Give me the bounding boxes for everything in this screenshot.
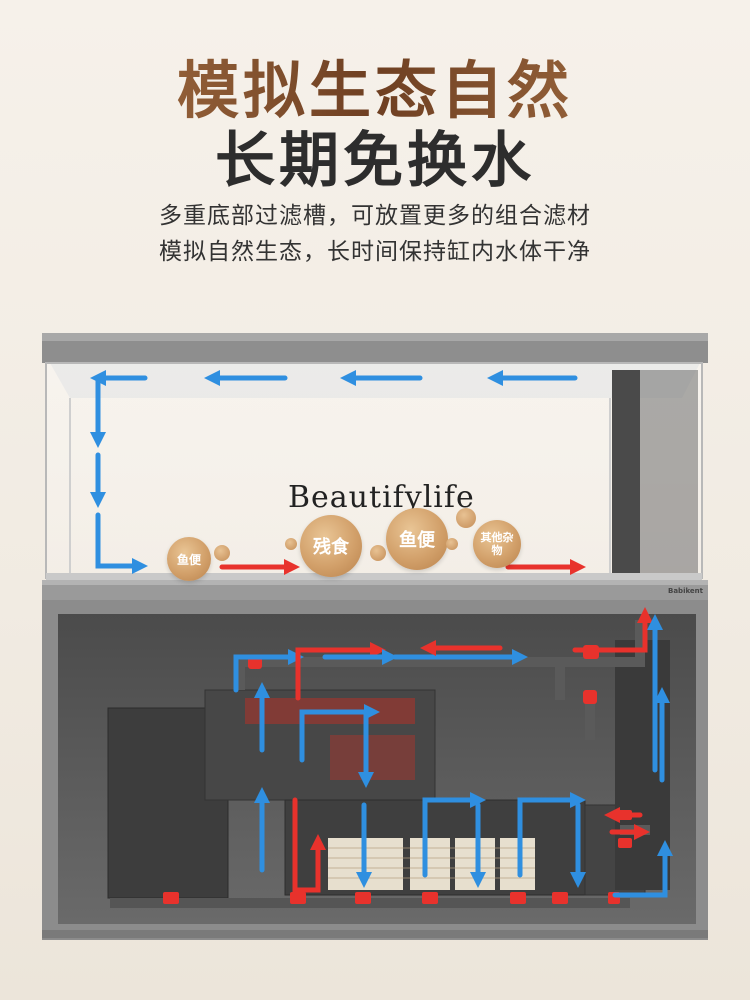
headline-line1: 模拟生态自然	[0, 40, 750, 130]
particle-dot	[456, 508, 476, 528]
tank-glass	[42, 333, 708, 583]
bubble-fish-waste-2: 鱼便	[386, 508, 448, 570]
particle-dot	[446, 538, 458, 550]
flow-arrows-upper	[89, 369, 587, 576]
particle-dot	[370, 545, 386, 561]
subtitle-line2: 模拟自然生态，长时间保持缸内水体干净	[159, 239, 591, 265]
bubble-leftover-food: 残食	[300, 515, 362, 577]
bubble-other-debris: 其他杂物	[473, 520, 521, 568]
subtitle-line1: 多重底部过滤槽，可放置更多的组合滤材	[159, 203, 591, 229]
particle-dot	[285, 538, 297, 550]
headline-line2: 长期免换水	[215, 126, 535, 196]
particle-dot	[214, 545, 230, 561]
flow-arrows-cabinet	[233, 606, 674, 898]
brand-watermark: Beautifylife	[288, 480, 475, 515]
tank-brand-label: Babikent	[668, 587, 704, 595]
cabinet	[42, 580, 708, 940]
bubble-fish-waste-1: 鱼便	[167, 537, 211, 581]
